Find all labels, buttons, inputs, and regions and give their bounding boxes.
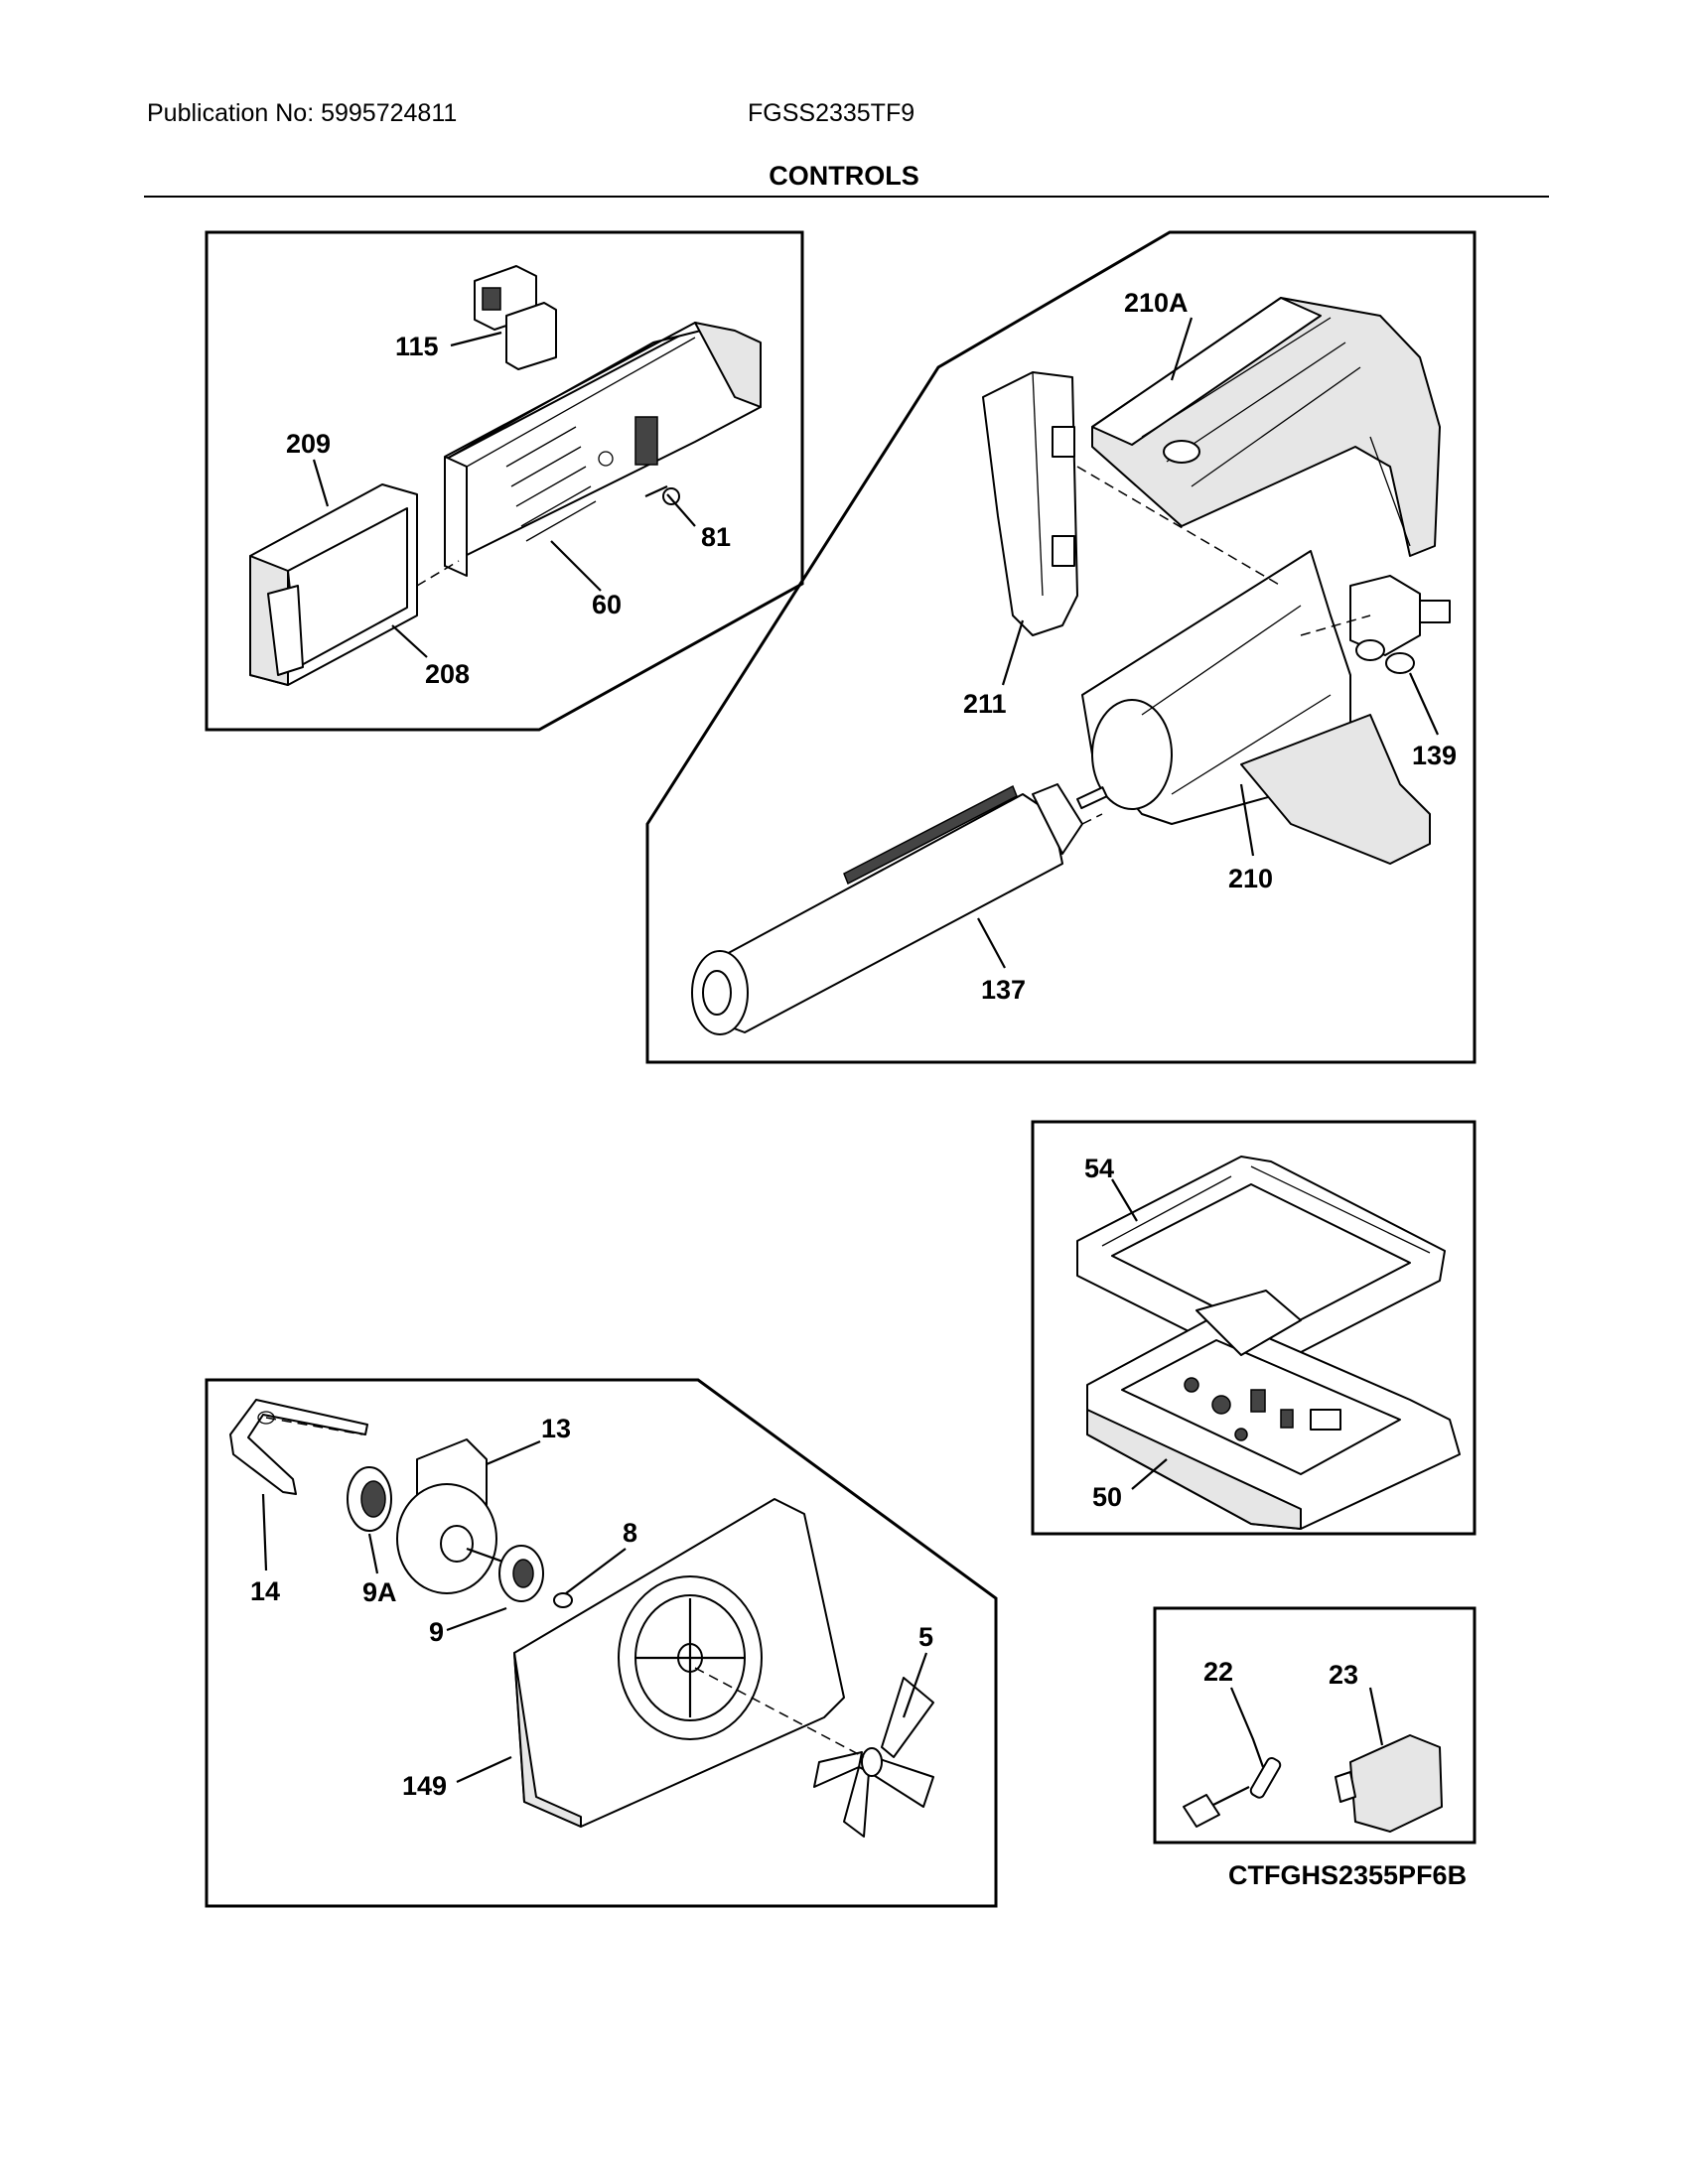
- panel-frame: [205, 1378, 998, 1908]
- part-210-housing: [1081, 550, 1431, 865]
- leader-149: [456, 1755, 512, 1784]
- panel-sensor: 22 23: [1153, 1606, 1477, 1844]
- label-81: 81: [701, 522, 731, 552]
- panel-fan-assembly: 13 14 9A 8 9 5 149: [205, 1378, 998, 1908]
- label-210: 210: [1228, 864, 1273, 893]
- section-title: CONTROLS: [769, 161, 919, 191]
- panel-control-housing: 115 209 81 60 208: [205, 230, 804, 732]
- label-137: 137: [981, 975, 1026, 1005]
- panel-control-board: 54 50: [1031, 1120, 1477, 1536]
- label-139: 139: [1412, 741, 1457, 770]
- label-8: 8: [623, 1518, 637, 1548]
- part-208-209-panel: [249, 483, 418, 686]
- assembly-line: [1076, 466, 1282, 587]
- part-14-bracket: [229, 1399, 368, 1495]
- label-23: 23: [1329, 1660, 1358, 1690]
- label-22: 22: [1203, 1657, 1233, 1687]
- assembly-line: [1081, 813, 1103, 825]
- panel-frame: [645, 230, 1477, 1064]
- label-208: 208: [425, 659, 470, 689]
- panel-filter-housing: 210A 211 139 210 137: [645, 230, 1477, 1064]
- leader-139: [1408, 672, 1440, 736]
- part-5-fan-blade: [813, 1677, 934, 1838]
- header-rule: [144, 196, 1549, 198]
- label-9A: 9A: [362, 1577, 397, 1607]
- label-5: 5: [918, 1622, 933, 1652]
- model-number: FGSS2335TF9: [748, 99, 915, 127]
- part-23-cap: [1335, 1734, 1443, 1833]
- leader-9A: [367, 1533, 379, 1574]
- part-9-wheel: [498, 1545, 544, 1602]
- leader-14: [261, 1493, 268, 1571]
- label-210A: 210A: [1124, 288, 1189, 318]
- leader-23: [1368, 1687, 1384, 1746]
- label-13: 13: [541, 1414, 571, 1443]
- label-115: 115: [395, 332, 439, 361]
- label-149: 149: [402, 1771, 447, 1801]
- assembly-line: [416, 560, 460, 587]
- leader-5: [902, 1652, 928, 1718]
- leader-211: [1001, 619, 1025, 686]
- part-211-bracket: [982, 371, 1078, 636]
- catalog-code: CTFGHS2355PF6B: [1228, 1860, 1468, 1890]
- panel-frame: [1031, 1120, 1477, 1536]
- label-60: 60: [592, 590, 622, 619]
- leader-137: [977, 917, 1006, 969]
- leader-209: [312, 459, 330, 507]
- part-8-washer: [553, 1592, 573, 1608]
- label-209: 209: [286, 429, 331, 459]
- part-149-shroud: [513, 1498, 845, 1828]
- label-211: 211: [963, 689, 1007, 719]
- part-81-screw: [644, 484, 680, 505]
- part-60-housing: [444, 322, 762, 577]
- panel-frame: [1153, 1606, 1477, 1844]
- part-54-cover: [1076, 1156, 1446, 1366]
- leader-8: [565, 1548, 627, 1594]
- label-9: 9: [429, 1617, 444, 1647]
- leader-54: [1111, 1178, 1138, 1222]
- leader-210: [1239, 783, 1255, 857]
- part-139-valve: [1349, 575, 1451, 674]
- leader-81: [666, 493, 696, 527]
- label-14: 14: [250, 1576, 280, 1606]
- part-50-board: [1086, 1290, 1461, 1530]
- part-22-thermistor: [1183, 1687, 1282, 1828]
- leader-60: [550, 540, 602, 592]
- label-50: 50: [1092, 1482, 1122, 1512]
- leader-208: [391, 624, 428, 658]
- part-137-filter: [691, 783, 1108, 1035]
- leader-50: [1131, 1458, 1168, 1490]
- panel-frame: [205, 230, 804, 732]
- leader-210A: [1170, 317, 1194, 381]
- leader-115: [450, 331, 502, 347]
- assembly-line: [265, 1417, 363, 1435]
- part-115-switch: [474, 265, 557, 370]
- label-54: 54: [1084, 1154, 1114, 1183]
- publication-number: Publication No: 5995724811: [147, 99, 458, 127]
- assembly-line: [1300, 614, 1371, 636]
- assembly-line: [694, 1667, 865, 1758]
- part-9A-wheel: [347, 1466, 392, 1532]
- leader-9: [446, 1606, 507, 1632]
- leader-13: [486, 1439, 541, 1466]
- part-210A-cover: [1091, 297, 1441, 557]
